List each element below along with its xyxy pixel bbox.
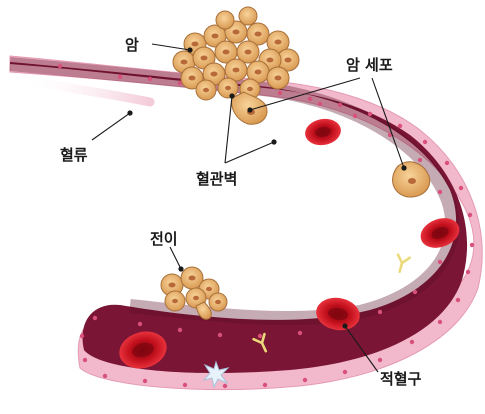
label-metastasis: 전이 — [150, 230, 178, 248]
leader-blood-flow — [92, 113, 130, 140]
leader-dot-cancer — [187, 47, 192, 52]
primary-tumor — [173, 7, 299, 100]
red-blood-cell — [303, 116, 343, 148]
label-blood-flow: 혈류 — [60, 146, 88, 164]
label-cancer: 암 — [125, 36, 139, 54]
antibody-icon — [394, 255, 410, 274]
leader-dot-vessel-wall-1 — [229, 93, 234, 98]
leader-dot-red-blood-cell — [342, 323, 347, 328]
leader-vessel-wall-1 — [225, 96, 232, 163]
leader-metastasis — [170, 247, 181, 269]
label-red-blood-cell: 적혈구 — [380, 370, 422, 388]
label-cancer-cell: 암 세포 — [346, 56, 393, 74]
leader-dot-vessel-wall-2 — [271, 139, 276, 144]
blood-flow-arrow — [20, 80, 176, 121]
label-vessel-wall: 혈관벽 — [196, 170, 237, 188]
leader-dot-cancer-cell-1 — [247, 107, 252, 112]
leader-vessel-wall-2 — [225, 142, 274, 163]
leader-dot-cancer-cell-2 — [401, 165, 406, 170]
leader-dot-metastasis — [178, 266, 183, 271]
leader-dot-blood-flow — [127, 110, 132, 115]
